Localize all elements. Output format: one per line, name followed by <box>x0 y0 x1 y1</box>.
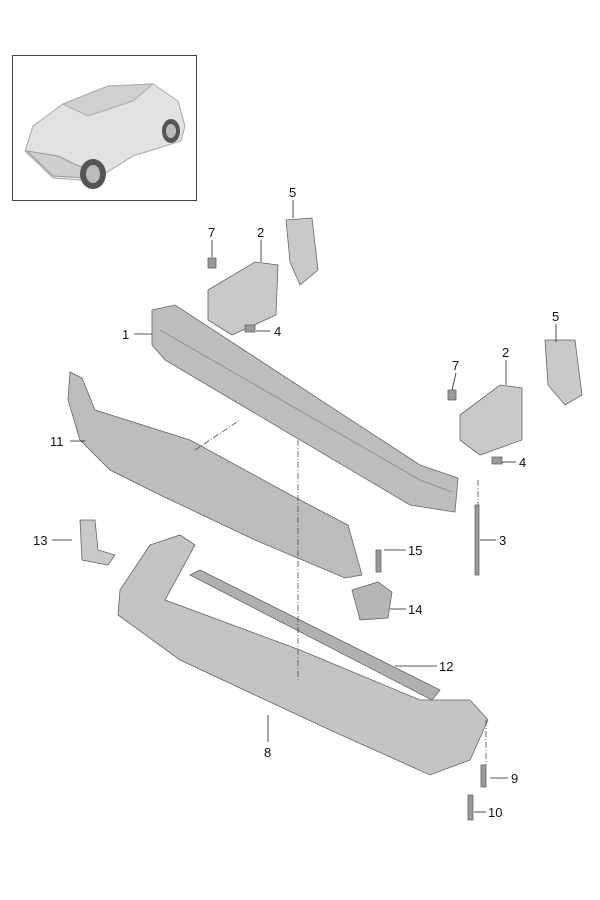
part-2-right <box>459 384 523 456</box>
callout-2[interactable]: 2 <box>502 345 510 360</box>
callout-3[interactable]: 3 <box>499 533 507 548</box>
part-10-screw <box>467 794 474 821</box>
part-7-screw-left <box>207 257 217 269</box>
vehicle-illustration <box>24 83 186 189</box>
callout-15[interactable]: 15 <box>408 543 423 558</box>
part-1-beam <box>151 304 459 513</box>
callout-14[interactable]: 14 <box>408 602 423 617</box>
part-8-panel <box>117 534 489 776</box>
callout-13[interactable]: 13 <box>33 533 48 548</box>
part-15-screw <box>375 549 382 573</box>
part-13 <box>79 519 116 566</box>
part-7-screw-right <box>447 389 457 401</box>
part-5-left <box>285 217 319 286</box>
part-4-screw-left <box>244 324 256 333</box>
callout-2[interactable]: 2 <box>257 225 265 240</box>
part-11-absorber <box>67 371 363 579</box>
part-5-right <box>544 339 583 406</box>
callout-1[interactable]: 1 <box>122 327 130 342</box>
part-2-left <box>207 261 279 336</box>
leader-lines <box>52 200 557 813</box>
callout-8[interactable]: 8 <box>264 745 272 760</box>
part-3-bolt <box>474 504 480 576</box>
callout-7[interactable]: 7 <box>452 358 460 373</box>
callout-10[interactable]: 10 <box>488 805 503 820</box>
callout-5[interactable]: 5 <box>289 185 297 200</box>
callout-7[interactable]: 7 <box>208 225 216 240</box>
callout-4[interactable]: 4 <box>274 324 282 339</box>
part-12-strip <box>189 569 441 701</box>
callout-5[interactable]: 5 <box>552 309 560 324</box>
assembly-lines <box>194 419 487 765</box>
callout-12[interactable]: 12 <box>439 659 454 674</box>
vehicle-locator-inset <box>12 55 197 201</box>
part-9-screw <box>480 764 487 788</box>
callout-4[interactable]: 4 <box>519 455 527 470</box>
callout-9[interactable]: 9 <box>511 771 519 786</box>
callout-11[interactable]: 11 <box>50 434 64 449</box>
part-14-clip <box>351 581 393 621</box>
part-4-screw-right <box>491 456 503 465</box>
